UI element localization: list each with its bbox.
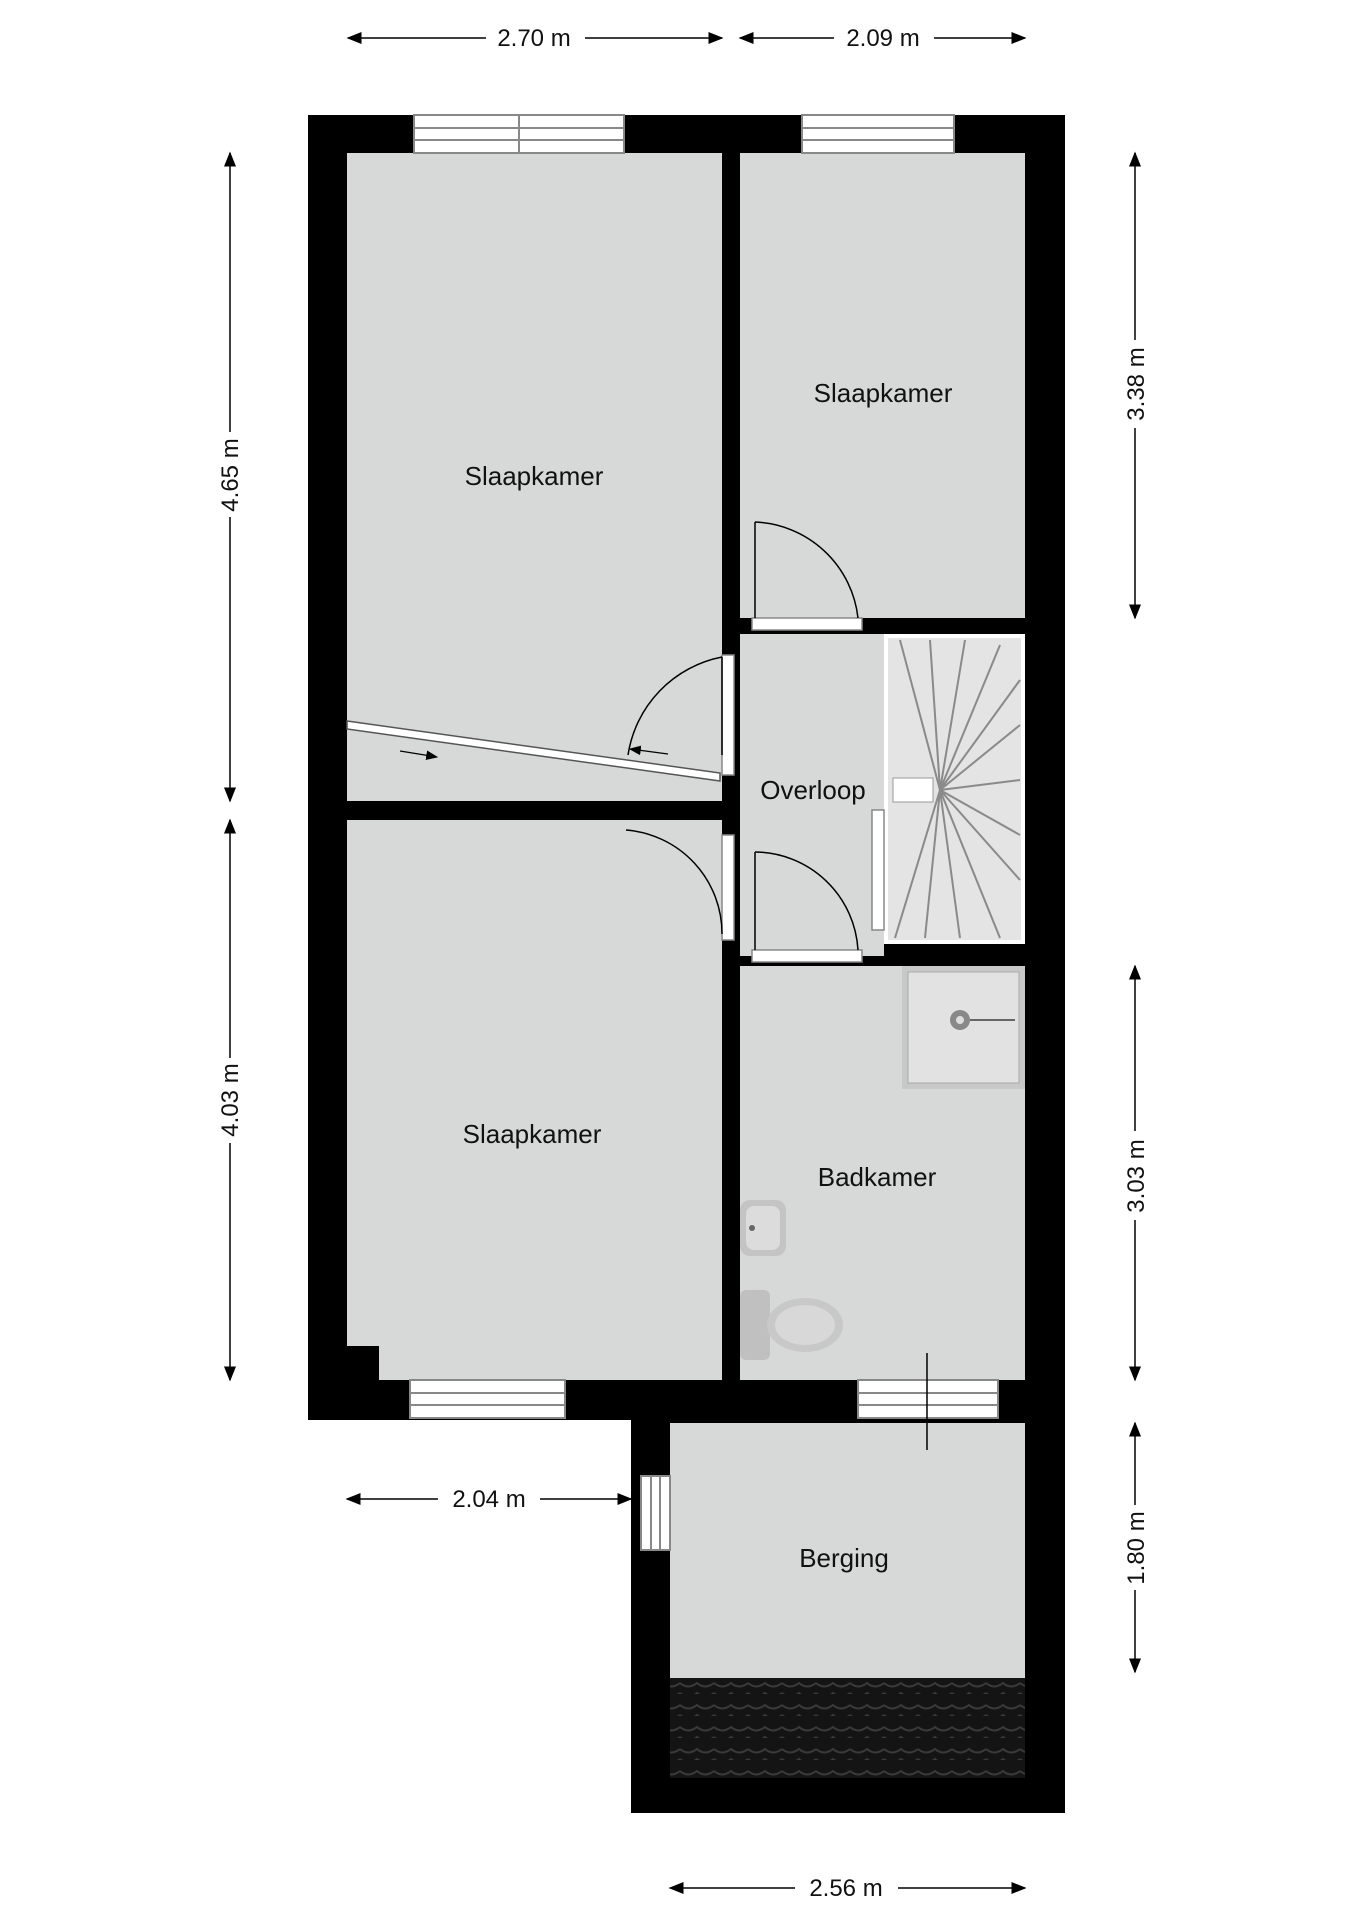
- staircase: [884, 634, 1025, 944]
- floor-storage: [670, 1423, 1025, 1678]
- windows: [409, 114, 999, 1551]
- sink: [740, 1200, 786, 1256]
- dim-lower-left-width: 2.04 m: [452, 1486, 525, 1513]
- dim-right-middle-height: 3.03 m: [1123, 1139, 1150, 1212]
- room-label-bedroom-top-right: Slaapkamer: [814, 378, 953, 408]
- shower: [902, 966, 1025, 1089]
- dim-top-right-width: 2.09 m: [846, 25, 919, 52]
- floor-landing: [740, 634, 884, 956]
- storage-roof-tiles: [670, 1678, 1025, 1778]
- room-label-bathroom: Badkamer: [818, 1162, 937, 1192]
- room-label-landing: Overloop: [760, 775, 866, 805]
- floor-bedroom-bottom-left: [347, 820, 722, 1380]
- sliding-partition: [346, 720, 721, 782]
- floor-bedroom-top-right: [740, 153, 1025, 618]
- room-label-bedroom-top-left: Slaapkamer: [465, 461, 604, 491]
- dim-left-bottom-height: 4.03 m: [217, 1063, 244, 1136]
- floor-bedroom-top-left: [347, 153, 722, 801]
- dim-right-bottom-height: 1.80 m: [1123, 1511, 1150, 1584]
- dim-right-top-height: 3.38 m: [1123, 347, 1150, 420]
- dim-top-left-width: 2.70 m: [497, 25, 570, 52]
- dim-bottom-width: 2.56 m: [809, 1875, 882, 1902]
- doors: [625, 521, 928, 1450]
- room-label-bedroom-bottom-left: Slaapkamer: [463, 1119, 602, 1149]
- toilet: [740, 1290, 843, 1360]
- dim-left-top-height: 4.65 m: [217, 438, 244, 511]
- room-label-storage: Berging: [799, 1543, 889, 1573]
